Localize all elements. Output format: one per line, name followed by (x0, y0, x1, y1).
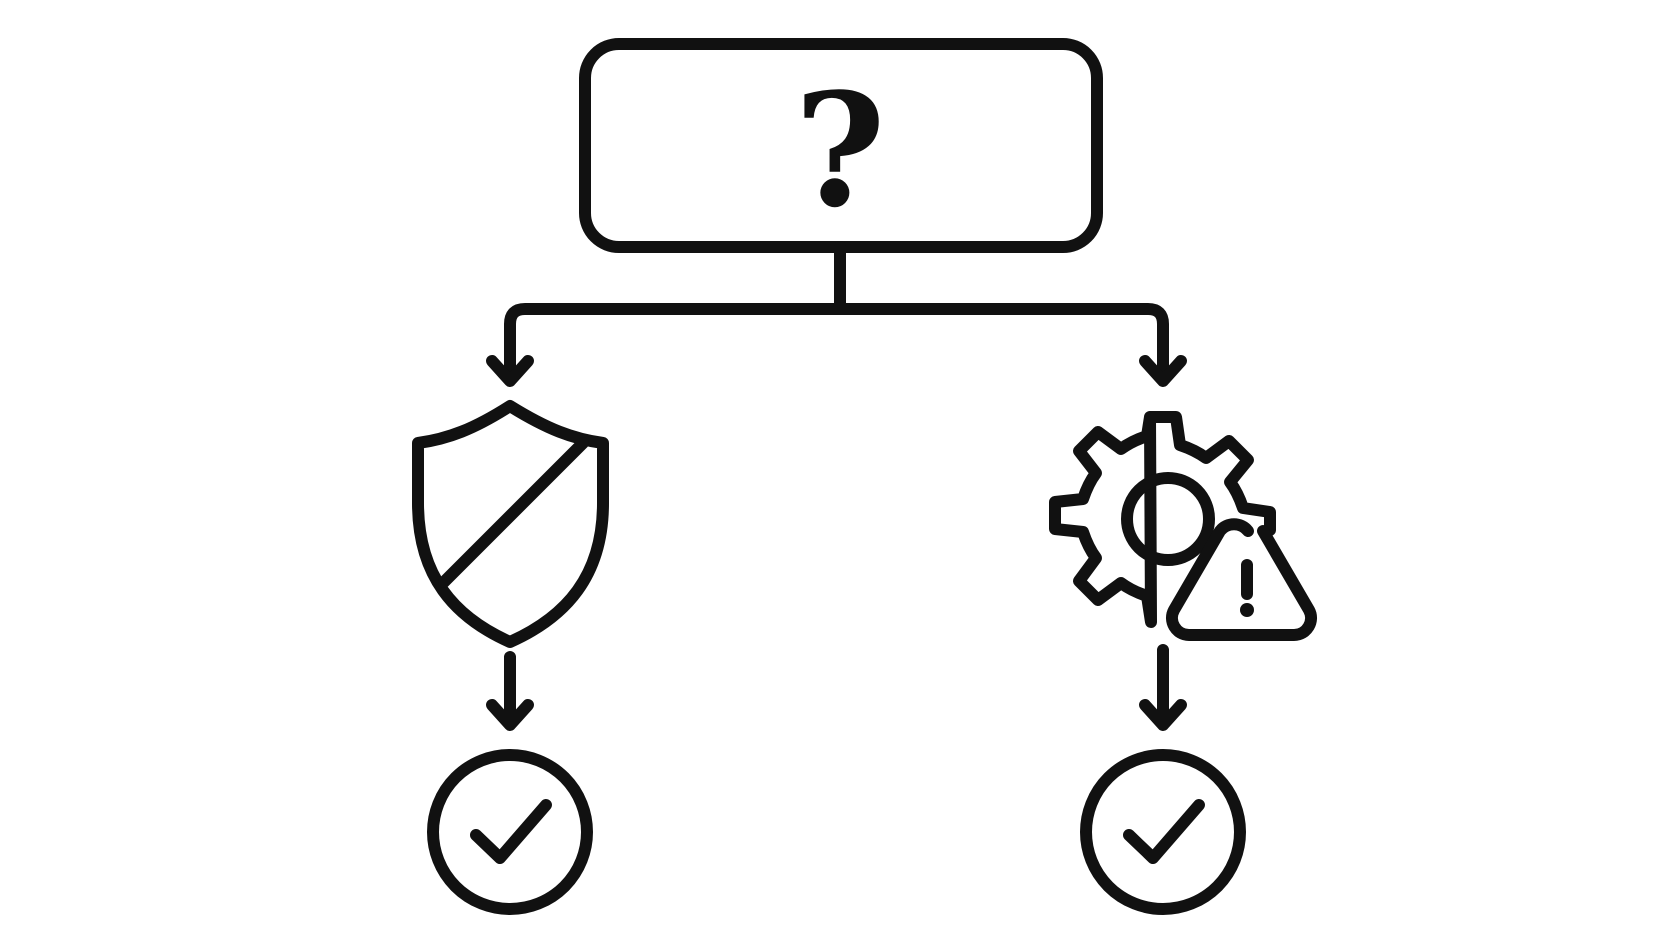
right-down-arrow (1139, 644, 1187, 731)
gear-warning-icon (1049, 411, 1317, 641)
right-branch-arrowhead (1139, 355, 1187, 387)
left-result-check-circle-icon (427, 749, 593, 915)
question-mark-symbol: ? (794, 59, 885, 242)
branch-split-connector (504, 303, 1169, 383)
left-branch (412, 400, 609, 915)
left-down-arrow (486, 651, 534, 731)
right-result-check-circle-icon (1080, 749, 1246, 915)
connector-lines (486, 241, 1187, 387)
question-node: ? (579, 38, 1103, 253)
shield-slash-icon (412, 400, 609, 648)
left-branch-arrowhead (486, 355, 534, 387)
right-branch (1049, 411, 1317, 915)
